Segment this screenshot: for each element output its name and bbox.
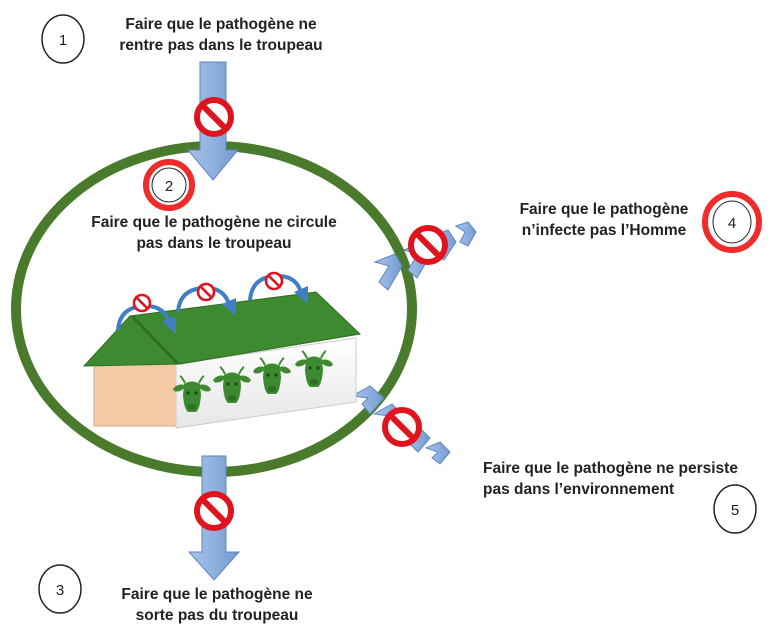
step-2-label: Faire que le pathogène ne circule pas da… xyxy=(70,212,358,254)
step-3-line-1: Faire que le pathogène ne xyxy=(121,586,313,603)
prohibition-icon-circulation xyxy=(196,282,216,302)
step-5-line-2: pas dans l’environnement xyxy=(483,481,675,498)
step-5-line-1: Faire que le pathogène ne persiste xyxy=(483,460,738,477)
step-3-label: Faire que le pathogène ne sorte pas du t… xyxy=(104,584,330,626)
step-1-line-1: Faire que le pathogène ne xyxy=(125,16,317,33)
prohibition-icon-entry xyxy=(197,100,231,134)
step-5-label: Faire que le pathogène ne persiste pas d… xyxy=(483,458,768,500)
step-4-number: 4 xyxy=(728,215,736,232)
prohibition-icon-circulation xyxy=(132,293,152,313)
step-1-number-circle: 1 xyxy=(41,14,85,64)
step-1-number: 1 xyxy=(59,32,67,49)
step-5-number: 5 xyxy=(731,502,739,519)
step-2-number: 2 xyxy=(165,178,173,195)
step-3-number: 3 xyxy=(56,582,64,599)
prohibition-icon-circulation xyxy=(264,271,284,291)
step-4-line-2: n’infecte pas l’Homme xyxy=(521,222,687,239)
step-2-number-circle: 2 xyxy=(143,159,195,211)
step-3-number-circle: 3 xyxy=(38,564,82,614)
step-2-line-2: pas dans le troupeau xyxy=(136,235,292,252)
step-1-line-2: rentre pas dans le troupeau xyxy=(119,37,323,54)
prohibition-icon-environment xyxy=(385,410,419,444)
step-2-line-1: Faire que le pathogène ne circule xyxy=(91,214,337,231)
step-4-line-1: Faire que le pathogène xyxy=(519,201,689,218)
prohibition-icon-exit xyxy=(197,494,231,528)
step-5-number-circle: 5 xyxy=(713,484,757,534)
step-4-number-circle: 4 xyxy=(702,191,762,253)
step-4-label: Faire que le pathogène n’infecte pas l’H… xyxy=(500,199,708,241)
step-3-line-2: sorte pas du troupeau xyxy=(135,607,299,624)
prohibition-icon-human xyxy=(411,228,445,262)
step-1-label: Faire que le pathogène ne rentre pas dan… xyxy=(98,14,344,56)
